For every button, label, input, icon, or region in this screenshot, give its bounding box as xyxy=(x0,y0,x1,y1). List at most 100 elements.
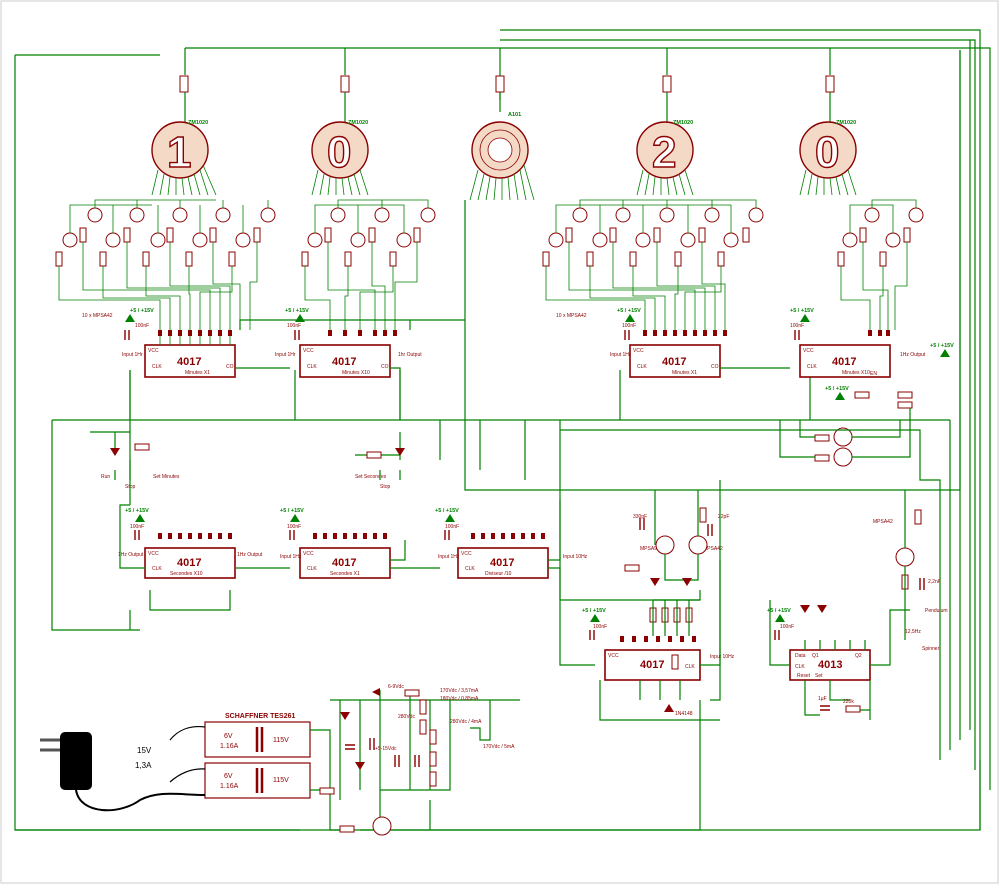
chip-label: Minutes X1 xyxy=(185,370,210,376)
output-label: 1Hz Output xyxy=(118,552,144,558)
chip-label: Minutes X10 xyxy=(342,370,370,376)
counter-chip-2: 4017 Minutes X10 VCC CLK CO xyxy=(299,330,397,378)
input-label: Input 1Hr xyxy=(275,352,296,358)
counter-chip-1: 4017 Minutes X1 VCC CLK CO xyxy=(144,330,236,378)
diode xyxy=(800,605,810,613)
chip-label: Secondes X1 xyxy=(330,571,360,577)
power-label: +5 / +15V xyxy=(285,308,309,314)
voltage-label: 280Vdc xyxy=(398,714,415,720)
counter-chip-4: 4017 Minutes X10 VCC CLK EN xyxy=(799,330,891,378)
ring-tube: A101 xyxy=(471,112,529,179)
tube-digit: 0 xyxy=(327,128,351,177)
en-pin: EN xyxy=(870,371,877,377)
cap-label: 2,2nF xyxy=(928,579,941,585)
clk-pin: CLK xyxy=(152,364,162,370)
counter-chip-6: 4017 Secondes X1 VCC CLK xyxy=(299,533,391,579)
power-supply: SCHAFFNER TES261 6V 1.16A 115V 6V 1.16A … xyxy=(204,480,721,836)
resistor-220k xyxy=(845,705,861,713)
transformer-current: 1.16A xyxy=(220,783,239,790)
tube-model: ZM1020 xyxy=(188,120,208,126)
cap-label: 100nF xyxy=(780,624,794,630)
clk-pin: CLK xyxy=(795,664,805,670)
switches xyxy=(90,431,405,480)
counter-chip-7: 4017 Diviseur /10 VCC CLK xyxy=(457,533,549,579)
transformer-secondary: 115V xyxy=(273,737,289,744)
diode xyxy=(817,605,827,613)
q1-pin: Q1 xyxy=(812,653,819,659)
output-label: 1Hz Output xyxy=(900,352,926,358)
cap-label: 22pF xyxy=(718,514,729,520)
vcc-pin: VCC xyxy=(148,348,159,354)
transformer-primary: 6V xyxy=(224,773,233,780)
nixie-tube-2: 0 ZM1020 xyxy=(311,120,369,179)
power-label: +5 / +15V xyxy=(130,308,154,314)
cap-label: 330pF xyxy=(633,514,647,520)
wall-adapter: 15V 1,3A xyxy=(40,725,206,812)
clk-pin: CLK xyxy=(307,566,317,572)
input-label: Input 1Hz xyxy=(438,554,460,560)
clk-pin: CLK xyxy=(465,566,475,572)
chip-name: 4017 xyxy=(177,356,201,368)
transistor-label: 10 x MPSA42 xyxy=(82,313,113,319)
cap-label: 100nF xyxy=(790,323,804,329)
res-label: 220k xyxy=(843,699,854,705)
chip-label: Secondes X10 xyxy=(170,571,203,577)
chip-name: 4017 xyxy=(640,659,664,671)
voltage-label: 280Vdc / 4mA xyxy=(450,719,482,725)
tube-digit: 0 xyxy=(815,128,839,177)
voltage-label: 180Vdc / 0,85mA xyxy=(440,696,479,702)
power-label: +5 / +15V xyxy=(767,608,791,614)
power-symbols: +5 / +15V +5 / +15V +5 / +15V +5 / +15V … xyxy=(125,308,954,622)
switch-label: Stop xyxy=(380,484,391,490)
diode xyxy=(664,704,674,712)
power-label: +5 / +15V xyxy=(930,343,954,349)
co-pin: CO xyxy=(711,364,719,370)
cap-label: 1µF xyxy=(818,696,827,702)
cap-label: 100nF xyxy=(593,624,607,630)
co-pin: CO xyxy=(226,364,234,370)
clk-pin: CLK xyxy=(807,364,817,370)
chip-name: 4013 xyxy=(818,659,842,671)
chip-name: 4017 xyxy=(832,356,856,368)
switch-label: Run xyxy=(101,474,110,480)
vcc-pin: VCC xyxy=(608,653,619,659)
vcc-pin: VCC xyxy=(461,551,472,557)
tube-digit: 2 xyxy=(652,128,676,177)
vcc-pin: VCC xyxy=(148,551,159,557)
vcc-pin: VCC xyxy=(633,348,644,354)
transistor-array-1 xyxy=(55,207,276,267)
vcc-pin: VCC xyxy=(803,348,814,354)
voltage-label: 170Vdc / 5mA xyxy=(483,744,515,750)
flipflop-chip: 4013 Data Q1 Q2 Reset Set CLK xyxy=(789,649,871,681)
transistor-label: 10 x MPSA42 xyxy=(556,313,587,319)
adapter-voltage: 15V xyxy=(137,746,152,755)
counter-chip-3: 4017 Minutes X1 VCC CLK CO xyxy=(629,330,727,378)
adapter-current: 1,3A xyxy=(135,761,152,770)
input-label: Input 10Hz xyxy=(710,654,735,660)
q2-pin: Q2 xyxy=(855,653,862,659)
chip-label: Diviseur /10 xyxy=(485,571,512,577)
tube-model: ZM1020 xyxy=(673,120,693,126)
data-pin: Data xyxy=(795,653,806,659)
transistor-label: MPSA92 xyxy=(640,546,660,552)
clk-pin: CLK xyxy=(685,664,695,670)
tube-model: ZM1020 xyxy=(836,120,856,126)
chip-name: 4017 xyxy=(332,356,356,368)
transistor-label: MPSA42 xyxy=(873,519,893,525)
cap-label: 100nF xyxy=(130,524,144,530)
counter-chip-5: 4017 Secondes X10 VCC CLK xyxy=(144,533,236,579)
power-label: +5 / +15V xyxy=(280,508,304,514)
chip-name: 4017 xyxy=(177,557,201,569)
driver-transistors xyxy=(814,391,913,467)
cap-label: 100nF xyxy=(622,323,636,329)
pendulum-label: Pendulum xyxy=(925,608,948,614)
diode-label: 1N4148 xyxy=(675,711,693,717)
power-label: +5 / +15V xyxy=(125,508,149,514)
chip-name: 4017 xyxy=(332,557,356,569)
reset-pin: Reset xyxy=(797,673,811,679)
anode-resistors xyxy=(179,75,835,93)
clk-pin: CLK xyxy=(307,364,317,370)
tube-model: ZM1020 xyxy=(348,120,368,126)
